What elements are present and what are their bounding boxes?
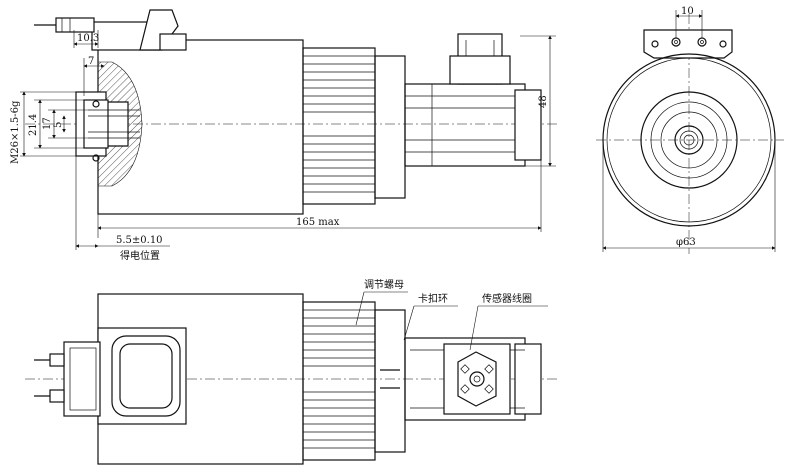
dim-thread-depth: 7 <box>88 56 94 67</box>
plan-connector-face <box>457 351 497 407</box>
adjusting-nut-ribbed <box>302 47 376 205</box>
o-ring-bottom <box>92 154 100 162</box>
callout-adjusting-nut: 调节螺母 <box>364 279 404 291</box>
dim-pin-spacing: 10 <box>681 6 694 17</box>
dim-thread-spec: M26×1.5-6g <box>10 100 21 164</box>
callout-sensor-coil: 传感器线圈 <box>482 292 532 305</box>
nut-collar <box>374 55 406 199</box>
o-ring-top <box>92 100 100 108</box>
end-view-bracket <box>643 29 733 59</box>
plan-connector-center <box>469 371 485 387</box>
dim-diameter-17: 17 <box>42 117 53 130</box>
dim-outer-diameter: φ63 <box>676 237 696 248</box>
nut-ribs <box>303 55 375 193</box>
dim-stroke-caption: 得电位置 <box>120 249 160 262</box>
end-view: 10 φ63 <box>596 6 784 254</box>
plan-nut-ribs <box>303 309 375 449</box>
flange-inner <box>83 99 109 149</box>
dim-height-48: 48 <box>538 95 549 108</box>
sensor-end-cap <box>514 89 542 161</box>
end-view-nut-circle <box>640 91 738 189</box>
plan-view: 调节螺母 卡扣环 传感器线圈 <box>25 279 560 465</box>
dim-diameter-5: 5 <box>53 122 64 128</box>
dim-diameter-21-4: 21.4 <box>28 114 39 136</box>
dim-flange-offset: 10.3 <box>77 33 99 44</box>
plan-nut-collar <box>374 309 406 453</box>
dim-stroke-position: 5.5±0.10 <box>116 235 163 246</box>
plan-sensor-end-cap <box>514 343 542 415</box>
sensor-connector-base <box>449 55 511 85</box>
dim-overall-length: 165 max <box>296 217 340 228</box>
plan-connector-block <box>63 341 101 417</box>
side-view: 48 10.3 7 M26×1.5-6g 21.4 17 5 165 max <box>10 9 560 262</box>
callout-snap-ring: 卡扣环 <box>418 292 448 305</box>
connector-lead <box>159 33 187 51</box>
